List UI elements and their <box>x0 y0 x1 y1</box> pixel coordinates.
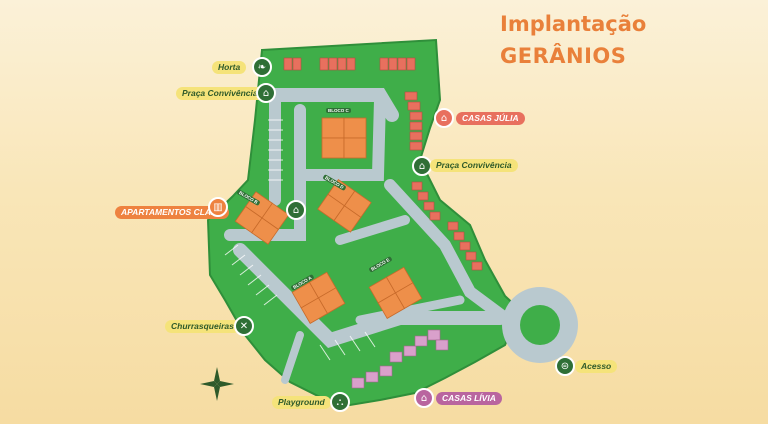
map-subtitle: GERÂNIOS <box>500 44 627 68</box>
car-icon: ⊜ <box>555 356 575 376</box>
bloco-c-building <box>321 117 367 159</box>
bench-icon: ⌂ <box>256 83 276 103</box>
bench-icon: ⌂ <box>286 200 306 220</box>
bloco-e-building <box>368 266 423 320</box>
house-icon: ⌂ <box>414 388 434 408</box>
building-icon: ▥ <box>208 197 228 217</box>
compass-icon <box>200 367 234 401</box>
roundabout-island <box>520 305 560 345</box>
bench-icon: ⌂ <box>412 156 432 176</box>
casas-livia-label: CASAS LÍVIA <box>436 392 502 405</box>
grill-icon: ✕ <box>234 316 254 336</box>
map-title: Implantação <box>500 12 647 36</box>
bloco-c-label: BLOCO C <box>326 108 351 113</box>
house-icon: ⌂ <box>434 108 454 128</box>
churrasqueiras-label: Churrasqueiras <box>165 320 240 333</box>
casas-julia-houses <box>283 57 483 271</box>
apartamentos-clara-label: APARTAMENTOS CLARA <box>115 206 230 219</box>
playground-label: Playground <box>272 396 331 409</box>
parking <box>224 119 376 361</box>
acesso-label: Acesso <box>575 360 618 373</box>
roads <box>224 88 511 384</box>
horta-label: Horta <box>212 61 247 74</box>
bloco-a-building <box>291 271 346 325</box>
casas-livia-houses <box>351 329 449 389</box>
leaf-icon: ❧ <box>252 57 272 77</box>
casas-julia-label: CASAS JÚLIA <box>456 112 525 125</box>
bloco-d-building <box>317 179 372 233</box>
praca-convivencia-label-1: Praça Convivência <box>176 87 264 100</box>
slide-icon: ⛬ <box>330 392 350 412</box>
praca-convivencia-label-2: Praça Convivência <box>430 159 518 172</box>
